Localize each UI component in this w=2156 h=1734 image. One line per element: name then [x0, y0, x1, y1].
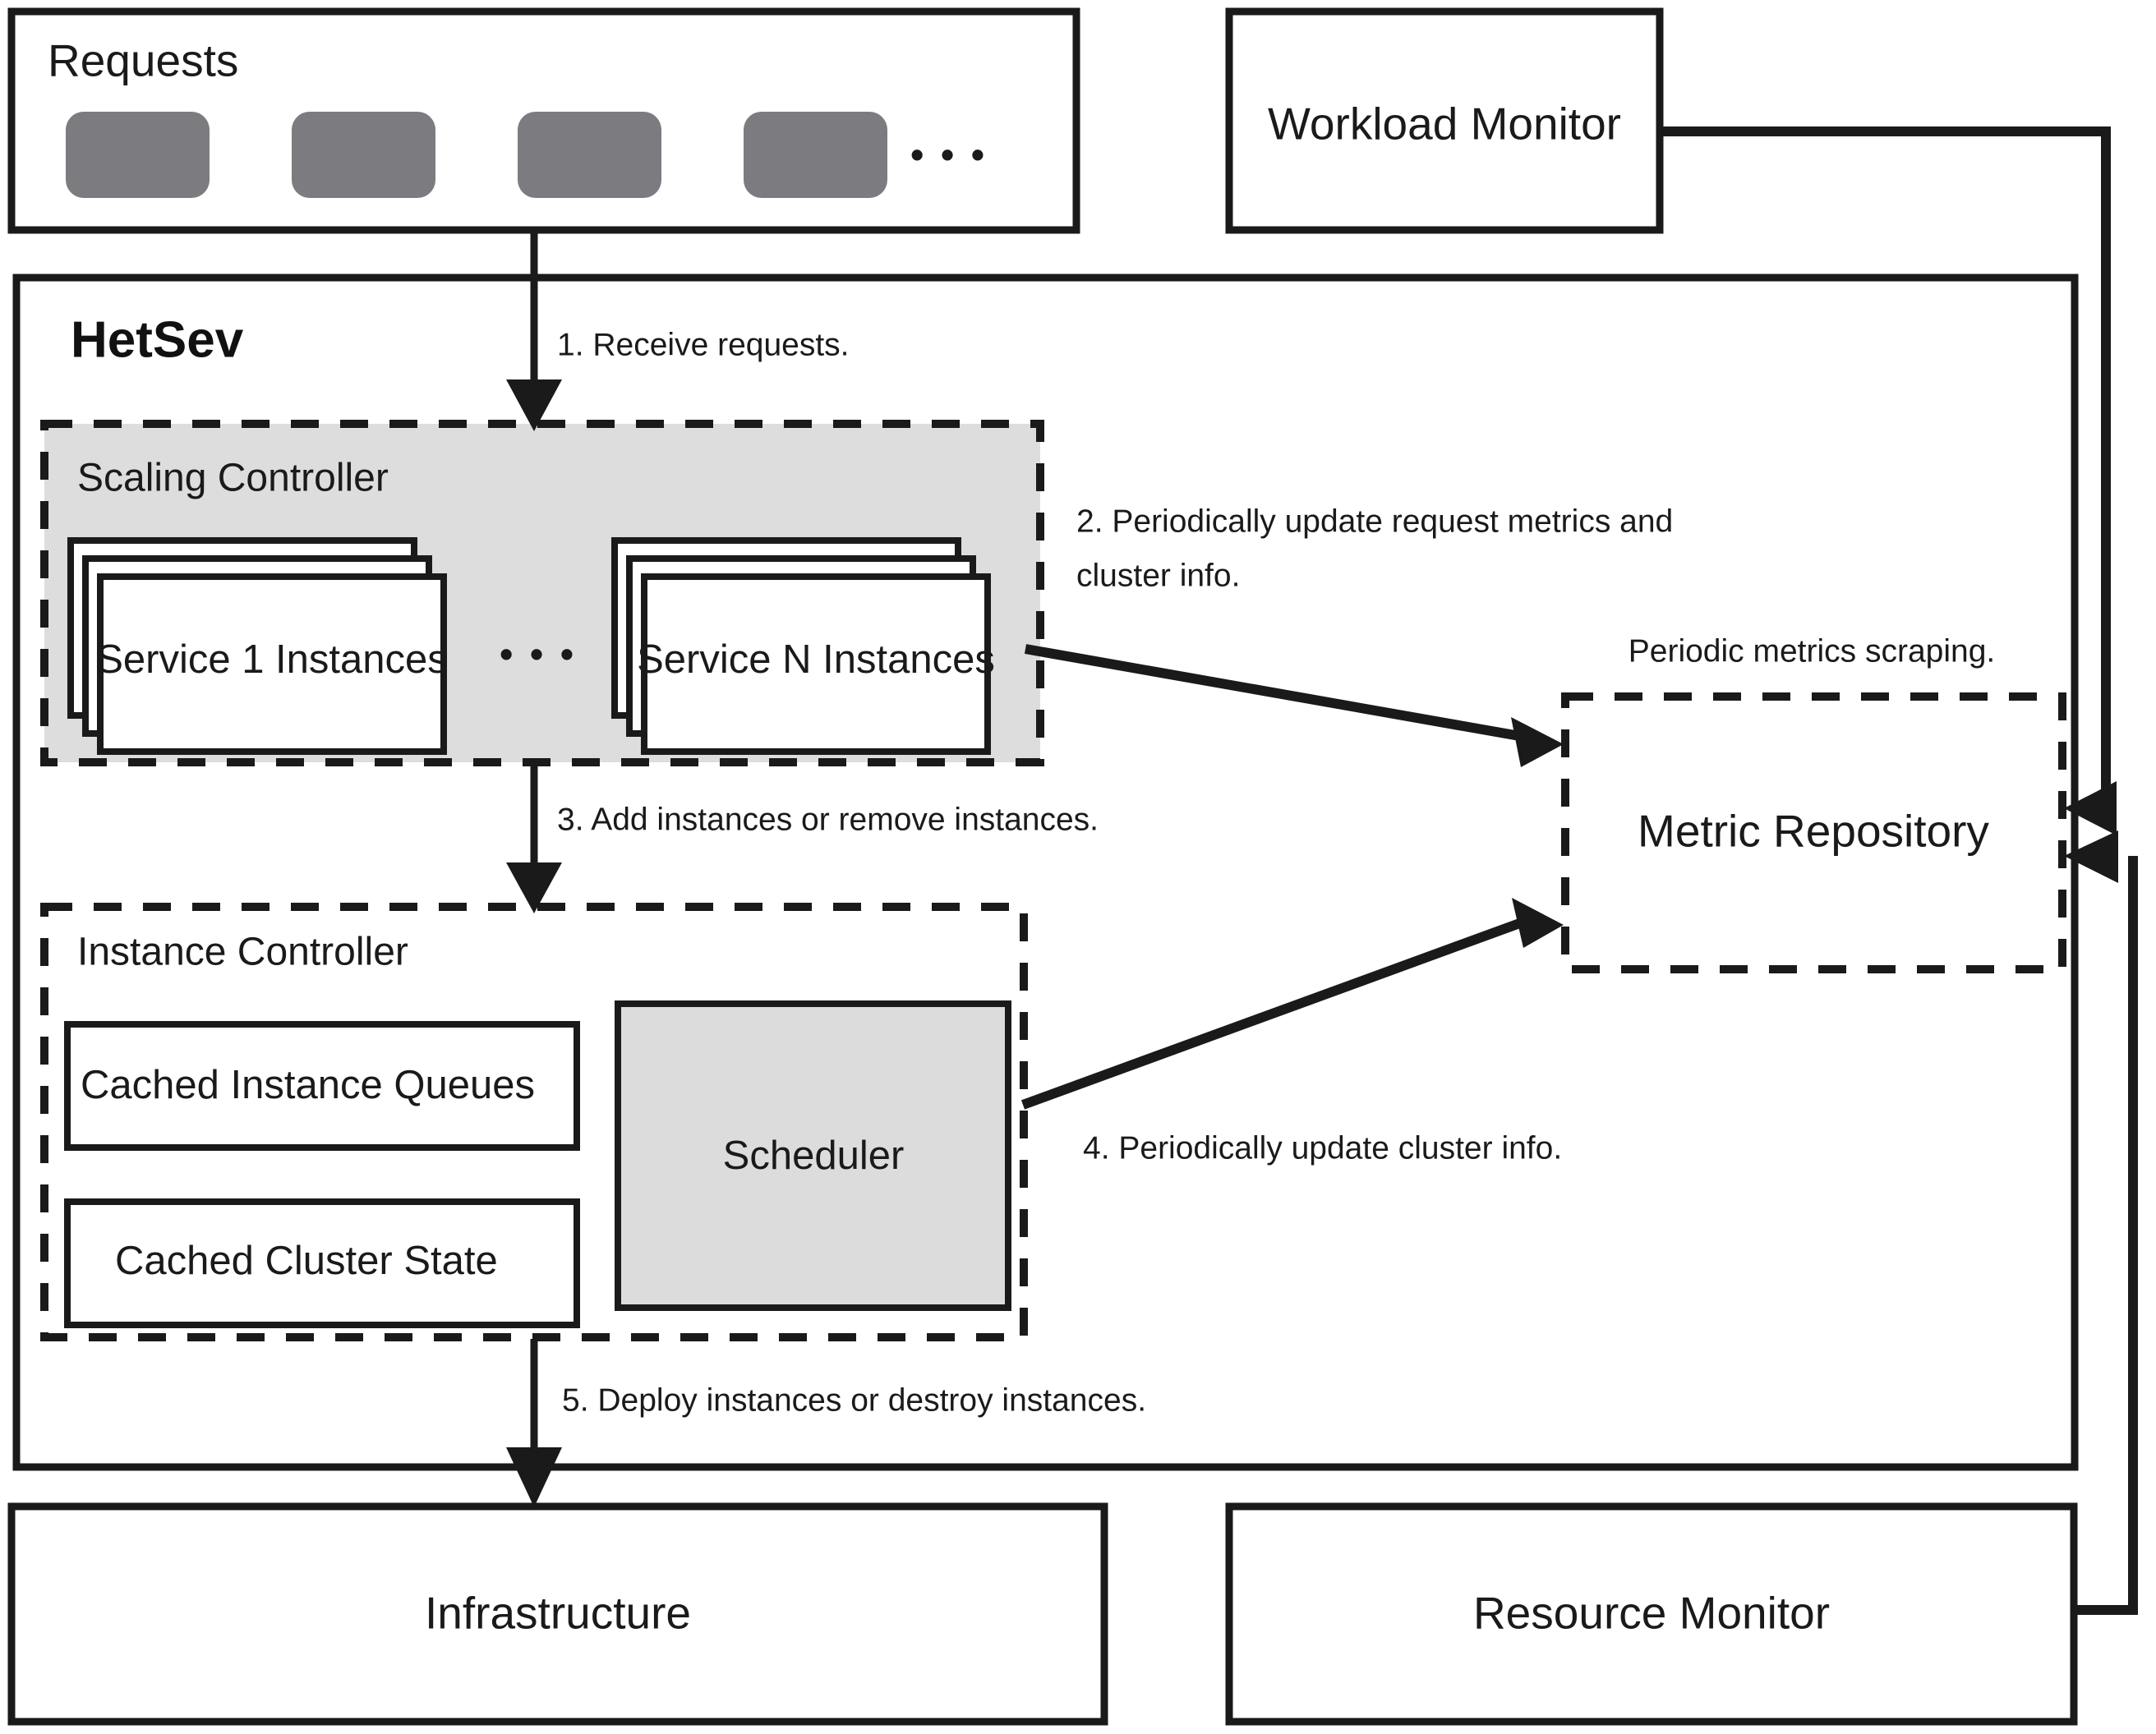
service-card-front: [641, 573, 991, 755]
scheduler-label: Scheduler: [723, 1134, 905, 1178]
resource-monitor-label: Resource Monitor: [1473, 1588, 1830, 1639]
scheduler-box: [615, 1000, 1011, 1311]
flow-arrow-step-5: 5. Deploy instances or destroy instances…: [506, 1339, 1146, 1507]
flow-label-step-4: 4. Periodically update cluster info.: [1083, 1130, 1562, 1166]
workload-monitor-border: [1225, 7, 1664, 234]
workload-monitor-panel: Workload Monitor: [1225, 7, 1664, 234]
arrowhead-step-1: [506, 379, 562, 431]
arrowhead-step-5: [506, 1447, 562, 1507]
flow-label-step-3: 3. Add instances or remove instances.: [557, 802, 1099, 837]
instance-controller-label: Instance Controller: [77, 931, 408, 974]
resource-monitor-panel: Resource Monitor: [1225, 1502, 2078, 1726]
services-ellipsis: • • •: [500, 632, 577, 675]
requests-panel-label: Requests: [48, 35, 238, 86]
service-1-instances-label: Service 1 Instances: [96, 637, 448, 682]
cached-cluster-state-box: [64, 1198, 580, 1328]
request-chip: [66, 112, 210, 198]
infrastructure-label: Infrastructure: [425, 1588, 691, 1639]
service-n-instances-label: Service N Instances: [637, 637, 995, 682]
metric-repository-label: Metric Repository: [1638, 806, 1989, 857]
request-chip: [292, 112, 435, 198]
scaling-controller-group: Scaling Controller Service 1 Instances •…: [40, 420, 1044, 766]
arrowhead-step-2: [1511, 717, 1564, 767]
cached-instance-queues-label: Cached Instance Queues: [81, 1063, 535, 1107]
scaling-controller-label: Scaling Controller: [77, 457, 389, 500]
flow-label-step-5: 5. Deploy instances or destroy instances…: [562, 1382, 1146, 1418]
service-1-instances-stack: Service 1 Instances: [67, 537, 448, 755]
arrowhead-workload-to-metric: [2064, 781, 2117, 835]
flow-arrow-step-4: 4. Periodically update cluster info.: [1020, 898, 1564, 1166]
request-chip: [518, 112, 661, 198]
service-card-front: [97, 573, 447, 755]
service-n-instances-stack: Service N Instances: [611, 537, 995, 755]
cached-instance-queues-box: [64, 1021, 580, 1151]
infrastructure-border: [7, 1502, 1108, 1726]
resource-monitor-border: [1225, 1502, 2078, 1726]
flow-label-step-2-line2: cluster info.: [1076, 558, 1240, 593]
flow-label-step-2-line1: 2. Periodically update request metrics a…: [1076, 504, 1673, 539]
metric-scraping-caption: Periodic metrics scraping.: [1629, 633, 1995, 669]
flow-arrow-step-2: 2. Periodically update request metrics a…: [1024, 504, 1673, 767]
arrowhead-resource-to-metric: [2064, 830, 2118, 883]
metric-repository-border: [1561, 692, 2066, 973]
instance-controller-border: [40, 903, 1028, 1341]
flow-label-step-1: 1. Receive requests.: [557, 327, 850, 362]
flow-arrow-step-1: 1. Receive requests.: [506, 230, 850, 431]
connector-workload-monitor-to-metric-repository: [1660, 126, 2117, 835]
instance-controller-group: Instance Controller Cached Instance Queu…: [40, 903, 1028, 1341]
flow-arrow-step-3: 3. Add instances or remove instances.: [506, 764, 1099, 913]
arrowhead-step-4: [1512, 898, 1564, 948]
workload-monitor-label: Workload Monitor: [1268, 99, 1621, 149]
requests-panel: Requests • • •: [7, 7, 1080, 234]
connector-resource-monitor-to-metric-repository: [2064, 830, 2138, 1615]
hetsev-title: HetSev: [71, 311, 244, 368]
requests-ellipsis: • • •: [910, 133, 988, 176]
metric-repository-group: Periodic metrics scraping. Metric Reposi…: [1561, 633, 2066, 973]
infrastructure-panel: Infrastructure: [7, 1502, 1108, 1726]
arrowhead-step-3: [506, 862, 562, 913]
cached-cluster-state-label: Cached Cluster State: [115, 1239, 498, 1283]
request-chip: [744, 112, 887, 198]
